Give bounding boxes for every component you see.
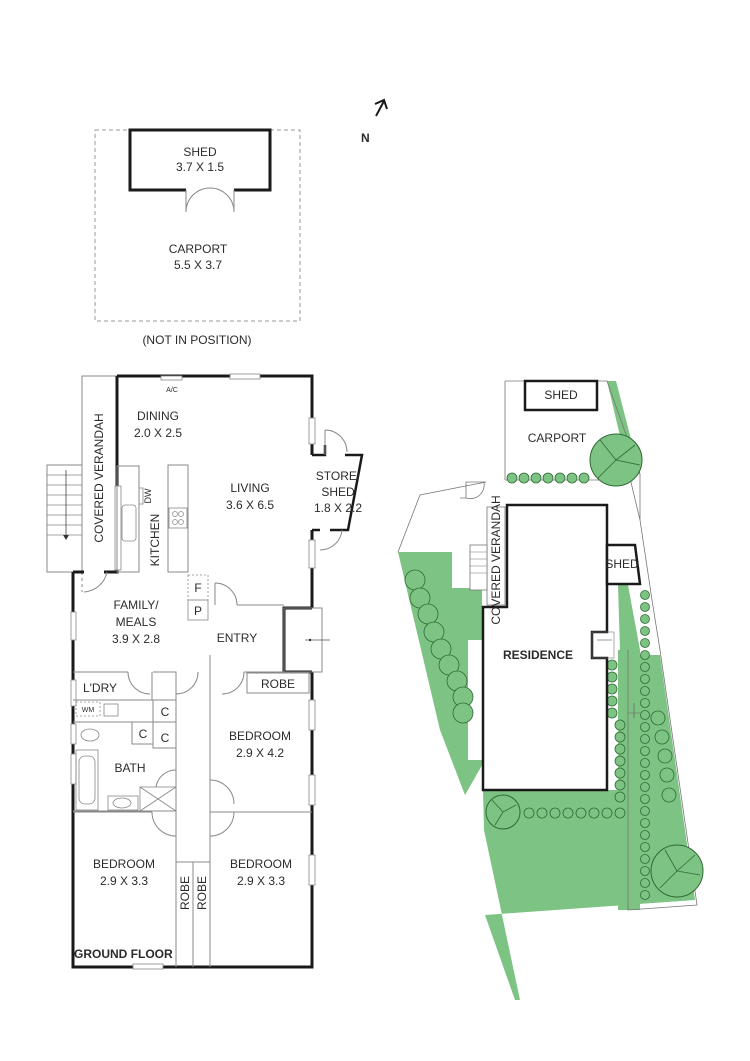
- site-verandah-label: COVERED VERANDAH: [489, 495, 503, 624]
- bedroom3-name: BEDROOM: [230, 857, 292, 871]
- shed-dims: 3.7 X 1.5: [176, 160, 224, 174]
- not-in-position-note: (NOT IN POSITION): [142, 333, 251, 347]
- family-name-2: MEALS: [116, 615, 157, 629]
- ground-floor-plan: [46, 373, 364, 970]
- tree-icon: [485, 794, 521, 830]
- robe-a-label: ROBE: [178, 876, 192, 910]
- residence-label: RESIDENCE: [503, 648, 573, 662]
- site-carport-label: CARPORT: [528, 431, 587, 445]
- family-dims: 3.9 X 2.8: [112, 632, 160, 646]
- bedroom2-dims: 2.9 X 3.3: [100, 874, 148, 888]
- dining-dims: 2.0 X 2.5: [134, 426, 182, 440]
- site-shed-label: SHED: [544, 388, 578, 402]
- robe-main-label: ROBE: [261, 677, 295, 691]
- bedroom1-dims: 2.9 X 4.2: [236, 746, 284, 760]
- north-arrow-icon: [374, 98, 388, 117]
- family-name-1: FAMILY/: [113, 598, 159, 612]
- living-name: LIVING: [230, 481, 269, 495]
- carport-dims: 5.5 X 3.7: [174, 258, 222, 272]
- verandah-label: COVERED VERANDAH: [92, 413, 106, 542]
- ac-label: A/C: [166, 387, 178, 394]
- tree-icon: [650, 844, 704, 898]
- store-name-1: STORE/: [316, 469, 361, 483]
- cupboard-label-1: C: [161, 705, 170, 719]
- bedroom3-dims: 2.9 X 3.3: [237, 874, 285, 888]
- pantry-label: P: [194, 604, 202, 618]
- site-side-shed-label: SHED: [605, 557, 639, 571]
- bedroom1-name: BEDROOM: [229, 729, 291, 743]
- bedroom2-name: BEDROOM: [93, 857, 155, 871]
- laundry-label: L'DRY: [83, 681, 117, 695]
- washer-label: WM: [82, 707, 95, 714]
- bath-label: BATH: [114, 761, 145, 775]
- cupboard-label-2: C: [139, 727, 148, 741]
- robe-b-label: ROBE: [195, 876, 209, 910]
- site-plan: [397, 379, 704, 1000]
- carport-name: CARPORT: [169, 242, 228, 256]
- tree-icon: [589, 433, 643, 487]
- living-dims: 3.6 X 6.5: [226, 498, 274, 512]
- dining-name: DINING: [137, 409, 179, 423]
- dishwasher-label: DW: [143, 488, 153, 503]
- detached-carport: [94, 129, 301, 322]
- stairs: [46, 464, 83, 573]
- north-label: N: [361, 131, 370, 145]
- kitchen-label: KITCHEN: [148, 514, 162, 567]
- store-dims: 1.8 X 2.2: [314, 501, 362, 515]
- store-name-2: SHED: [321, 485, 355, 499]
- ground-floor-title: GROUND FLOOR: [74, 947, 173, 961]
- shed-name: SHED: [183, 145, 217, 159]
- entry-label: ENTRY: [217, 631, 257, 645]
- cupboard-label-3: C: [161, 731, 170, 745]
- fridge-label: F: [194, 581, 201, 595]
- detached-shed: [128, 128, 272, 213]
